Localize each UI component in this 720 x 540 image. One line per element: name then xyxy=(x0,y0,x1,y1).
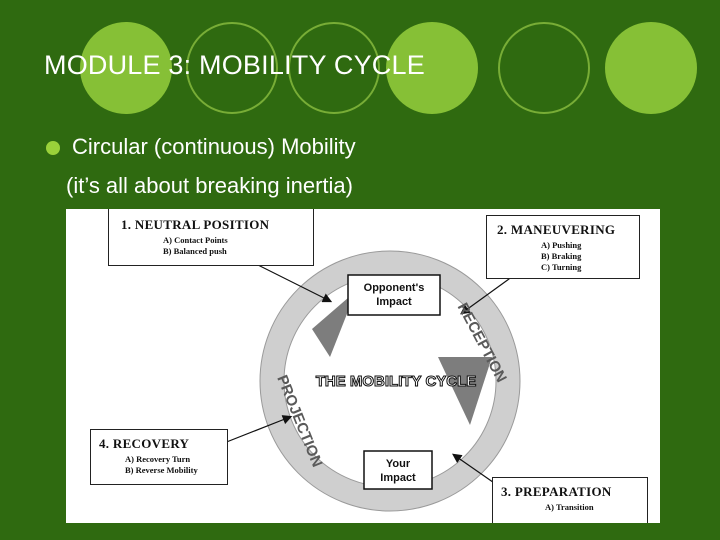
cycle-ring xyxy=(260,251,520,511)
box-maneuvering-item: C) Turning xyxy=(541,262,582,272)
bullet-subtext: (it’s all about breaking inertia) xyxy=(66,173,353,198)
box-preparation: 3. PREPARATION A) Transition xyxy=(492,477,648,523)
box-neutral-title: 1. NEUTRAL POSITION xyxy=(121,217,270,232)
cycle-arrowhead-left xyxy=(312,291,356,357)
box-maneuvering: 2. MANEUVERING A) Pushing B) Braking C) … xyxy=(486,215,640,279)
slide-title: MODULE 3: MOBILITY CYCLE xyxy=(44,50,425,80)
node-opponent-line1: Opponent's xyxy=(364,282,425,294)
box-recovery-title: 4. RECOVERY xyxy=(99,436,190,451)
node-opponent-line2: Impact xyxy=(376,296,412,308)
box-preparation-item: A) Transition xyxy=(545,502,594,512)
mobility-cycle-diagram: Opponent's Impact Your Impact RECEPTION … xyxy=(66,209,660,523)
box-neutral-position: 1. NEUTRAL POSITION A) Contact Points B)… xyxy=(108,209,314,266)
box-recovery: 4. RECOVERY A) Recovery Turn B) Reverse … xyxy=(90,429,228,485)
box-recovery-item: A) Recovery Turn xyxy=(125,454,191,464)
cycle-ring-outer xyxy=(259,250,521,512)
box-preparation-title: 3. PREPARATION xyxy=(501,484,612,499)
box-recovery-item: B) Reverse Mobility xyxy=(125,465,198,475)
box-maneuvering-item: A) Pushing xyxy=(541,240,582,250)
bg-circle-2 xyxy=(186,22,278,114)
box-neutral-item: B) Balanced push xyxy=(163,246,227,256)
node-opponent-impact xyxy=(347,274,441,316)
bg-circle-5 xyxy=(498,22,590,114)
box-maneuvering-title: 2. MANEUVERING xyxy=(497,222,616,237)
bg-circle-3 xyxy=(288,22,380,114)
bullet-text: Circular (continuous) Mobility xyxy=(72,134,356,159)
bg-circle-6 xyxy=(605,22,697,114)
node-your-impact xyxy=(363,450,433,490)
arrow-recovery xyxy=(223,415,293,444)
bg-circle-4 xyxy=(386,22,478,114)
center-label: THE MOBILITY CYCLE xyxy=(316,373,477,390)
bullet-dot-icon xyxy=(46,141,60,155)
bg-circle-1 xyxy=(80,22,172,114)
node-your-line1: Your xyxy=(386,458,411,470)
cycle-graphic: Opponent's Impact Your Impact RECEPTION … xyxy=(223,248,521,512)
box-neutral-item: A) Contact Points xyxy=(163,235,228,245)
node-your-line2: Impact xyxy=(380,472,416,484)
cycle-arrowhead-right xyxy=(438,357,492,425)
box-maneuvering-item: B) Braking xyxy=(541,251,582,261)
